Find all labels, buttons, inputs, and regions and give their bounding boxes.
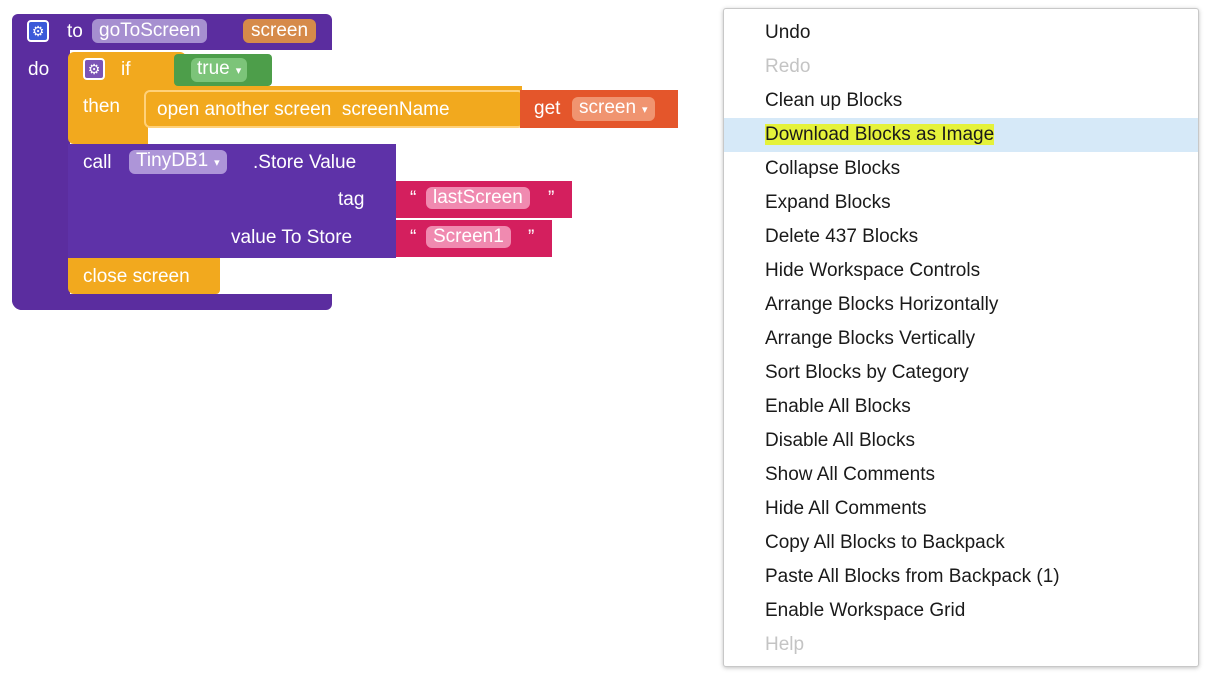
menu-item-collapse-blocks[interactable]: Collapse Blocks — [724, 152, 1198, 186]
menu-item-delete-437-blocks[interactable]: Delete 437 Blocks — [724, 220, 1198, 254]
menu-item-label: Hide All Comments — [765, 498, 927, 519]
logic-true-field[interactable]: true ▾ — [191, 58, 248, 82]
close-quote-icon: ” — [548, 188, 555, 209]
value-text-block[interactable]: “ Screen1 ” — [396, 220, 552, 257]
menu-item-hide-all-comments[interactable]: Hide All Comments — [724, 492, 1198, 526]
close-screen-block[interactable]: close screen — [68, 258, 220, 294]
menu-item-label: Help — [765, 634, 805, 655]
tag-text-field[interactable]: lastScreen — [426, 187, 530, 209]
menu-item-label: Delete 437 Blocks — [765, 226, 919, 247]
logic-true-value: true — [197, 58, 230, 79]
component-value: TinyDB1 — [136, 150, 209, 171]
call-label: call — [83, 152, 112, 173]
value-text-field[interactable]: Screen1 — [426, 226, 511, 248]
procedure-mutator-gear-icon[interactable]: ⚙ — [27, 20, 49, 42]
logic-true-block[interactable]: true ▾ — [174, 54, 272, 86]
procedure-param-screen[interactable]: screen — [243, 19, 317, 43]
get-label: get — [534, 98, 561, 119]
menu-item-help[interactable]: Help — [724, 628, 1198, 662]
menu-item-show-all-comments[interactable]: Show All Comments — [724, 458, 1198, 492]
menu-item-label: Disable All Blocks — [765, 430, 915, 451]
store-value-body — [68, 178, 396, 258]
menu-item-label: Collapse Blocks — [765, 158, 901, 179]
menu-item-arrange-blocks-horizontally[interactable]: Arrange Blocks Horizontally — [724, 288, 1198, 322]
if-label: if — [121, 59, 131, 80]
component-dropdown[interactable]: TinyDB1 ▾ — [129, 150, 227, 174]
menu-item-arrange-blocks-vertically[interactable]: Arrange Blocks Vertically — [724, 322, 1198, 356]
open-quote-icon: “ — [410, 227, 417, 248]
menu-item-label: Enable All Blocks — [765, 396, 911, 417]
chevron-down-icon: ▾ — [642, 104, 648, 116]
menu-item-label: Hide Workspace Controls — [765, 260, 981, 281]
menu-item-undo[interactable]: Undo — [724, 16, 1198, 50]
menu-item-paste-all-blocks-from-backpack-1[interactable]: Paste All Blocks from Backpack (1) — [724, 560, 1198, 594]
menu-item-redo[interactable]: Redo — [724, 50, 1198, 84]
menu-item-label: Arrange Blocks Horizontally — [765, 294, 999, 315]
chevron-down-icon: ▾ — [214, 157, 220, 169]
menu-item-label: Enable Workspace Grid — [765, 600, 966, 621]
then-label: then — [83, 96, 120, 117]
menu-item-enable-all-blocks[interactable]: Enable All Blocks — [724, 390, 1198, 424]
if-mutator-gear-icon[interactable]: ⚙ — [83, 58, 105, 80]
open-screen-label: open another screen screenName — [157, 99, 450, 120]
menu-item-label: Download Blocks as Image — [765, 124, 995, 145]
method-label: .Store Value — [253, 152, 357, 173]
menu-item-label: Clean up Blocks — [765, 90, 903, 111]
menu-item-label: Undo — [765, 22, 811, 43]
tag-label: tag — [338, 189, 365, 210]
chevron-down-icon: ▾ — [235, 65, 242, 77]
procedure-footer — [12, 294, 332, 310]
menu-item-label: Expand Blocks — [765, 192, 891, 213]
procedure-do-label: do — [28, 59, 50, 80]
menu-item-enable-workspace-grid[interactable]: Enable Workspace Grid — [724, 594, 1198, 628]
open-quote-icon: “ — [410, 188, 417, 209]
menu-item-label: Show All Comments — [765, 464, 936, 485]
menu-item-label: Copy All Blocks to Backpack — [765, 532, 1005, 553]
menu-item-sort-blocks-by-category[interactable]: Sort Blocks by Category — [724, 356, 1198, 390]
menu-item-copy-all-blocks-to-backpack[interactable]: Copy All Blocks to Backpack — [724, 526, 1198, 560]
menu-item-clean-up-blocks[interactable]: Clean up Blocks — [724, 84, 1198, 118]
procedure-spine — [12, 48, 70, 310]
procedure-to-label: to — [67, 21, 83, 42]
close-screen-label: close screen — [83, 266, 190, 287]
menu-item-download-blocks-as-image[interactable]: Download Blocks as Image — [724, 118, 1198, 152]
menu-item-label: Redo — [765, 56, 811, 77]
close-quote-icon: ” — [528, 227, 535, 248]
menu-item-hide-workspace-controls[interactable]: Hide Workspace Controls — [724, 254, 1198, 288]
menu-item-label: Arrange Blocks Vertically — [765, 328, 976, 349]
get-variable-field[interactable]: screen ▾ — [572, 97, 655, 121]
menu-item-label: Paste All Blocks from Backpack (1) — [765, 566, 1060, 587]
store-value-header — [68, 144, 396, 180]
open-another-screen-block[interactable]: open another screen screenName — [144, 90, 524, 128]
tag-text-block[interactable]: “ lastScreen ” — [396, 181, 572, 218]
menu-item-label: Sort Blocks by Category — [765, 362, 969, 383]
procedure-name-field[interactable]: goToScreen — [92, 19, 208, 43]
get-variable-block[interactable]: get screen ▾ — [520, 90, 678, 128]
menu-item-disable-all-blocks[interactable]: Disable All Blocks — [724, 424, 1198, 458]
value-to-store-label: value To Store — [231, 227, 353, 248]
menu-item-expand-blocks[interactable]: Expand Blocks — [724, 186, 1198, 220]
get-variable-value: screen — [579, 97, 637, 118]
